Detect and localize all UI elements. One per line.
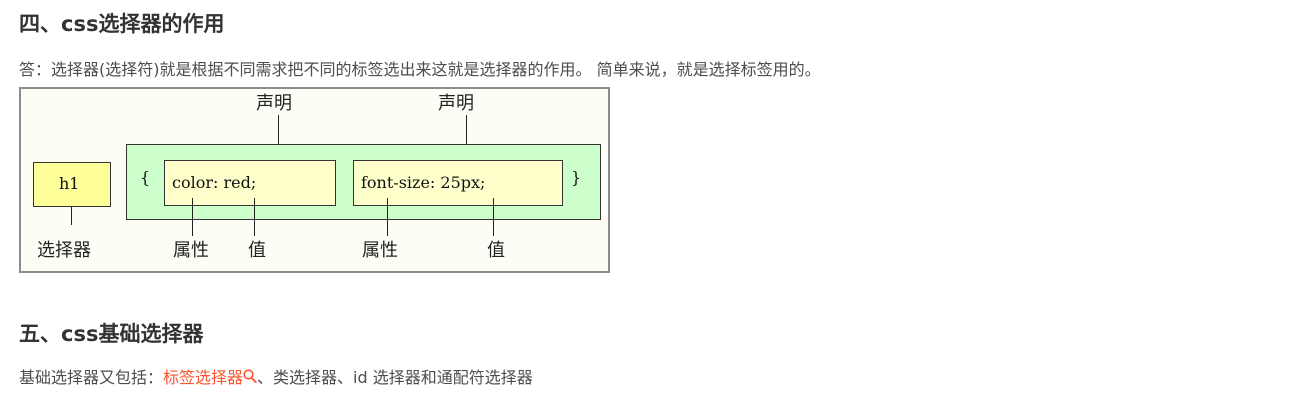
section-5-intro: 基础选择器又包括：标签选择器、类选择器、id 选择器和通配符选择器 (19, 366, 533, 391)
property-label-2: 属性 (362, 240, 398, 261)
section-5-intro-prefix: 基础选择器又包括： (19, 368, 164, 387)
value-label-1: 值 (248, 240, 266, 261)
declaration-connector-1 (278, 115, 279, 160)
selector-connector (71, 207, 72, 225)
declaration-box-1: color: red; (164, 160, 336, 206)
declaration-connector-2 (466, 115, 467, 160)
declaration-label-2: 声明 (438, 93, 474, 114)
property-label-1: 属性 (173, 240, 209, 261)
css-syntax-diagram: 声明 声明 h1 { } color: red; font-size: 25px… (19, 87, 610, 273)
declaration-box-2: font-size: 25px; (353, 160, 563, 206)
section-5-intro-suffix: 、类选择器、id 选择器和通配符选择器 (257, 368, 533, 387)
value-connector-1 (254, 198, 255, 236)
close-brace: } (571, 168, 582, 187)
tag-selector-link[interactable]: 标签选择器 (163, 368, 257, 387)
tag-selector-link-text: 标签选择器 (163, 368, 244, 387)
value-connector-2 (493, 198, 494, 236)
selector-text: h1 (59, 174, 80, 193)
section-5-heading: 五、css基础选择器 (19, 322, 204, 346)
declaration-label-1: 声明 (256, 93, 292, 114)
section-4-answer: 答：选择器(选择符)就是根据不同需求把不同的标签选出来这就是选择器的作用。 简单… (19, 60, 821, 79)
search-icon (243, 367, 257, 391)
selector-box: h1 (33, 162, 111, 207)
selector-label: 选择器 (37, 240, 91, 261)
value-label-2: 值 (487, 240, 505, 261)
property-connector-2 (387, 198, 388, 236)
declaration-text-2: font-size: 25px; (361, 173, 486, 192)
declaration-text-1: color: red; (172, 173, 257, 192)
section-4-heading: 四、css选择器的作用 (19, 12, 225, 36)
open-brace: { (140, 168, 151, 187)
property-connector-1 (192, 198, 193, 236)
